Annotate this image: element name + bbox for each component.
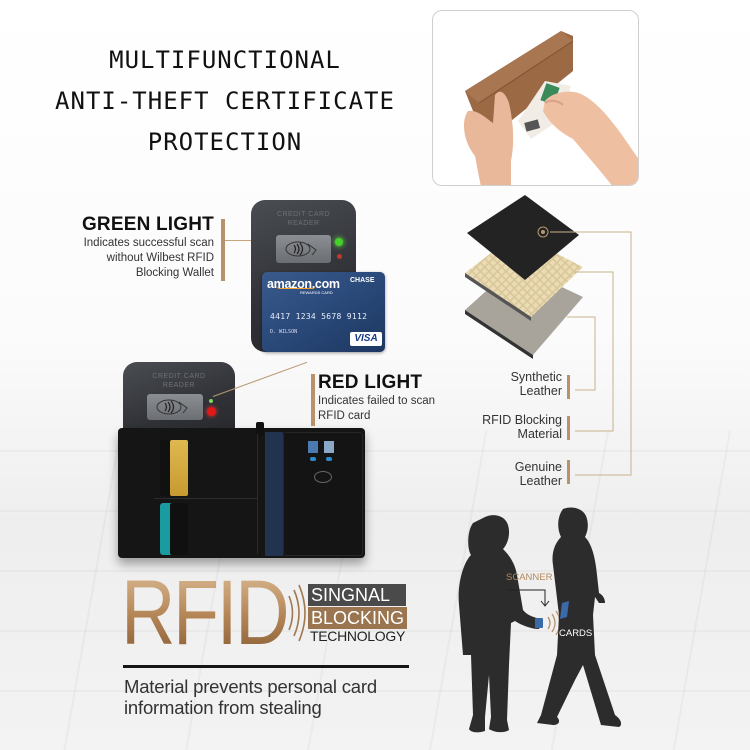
headline-line-1: MULTIFUNCTIONAL [109, 46, 341, 74]
card-sub: REWARDS CARD [300, 290, 333, 295]
hands-wallet-illustration [463, 31, 638, 185]
layer-label-genuine: Genuine Leather [514, 460, 562, 488]
wallet-hands-photo [432, 10, 639, 186]
green-callout-bar [221, 219, 225, 281]
green-light-callout: GREEN LIGHT Indicates successful scan wi… [62, 214, 214, 281]
wallet-fold [257, 434, 258, 554]
green-light-title: GREEN LIGHT [81, 214, 214, 235]
rfid-description: Material prevents personal card informat… [124, 676, 377, 718]
passport [265, 432, 283, 556]
headline-line-3: PROTECTION [147, 128, 303, 156]
amazon-smile-icon [276, 285, 316, 289]
rfid-divider [123, 665, 409, 668]
wallet-strap [256, 422, 264, 436]
reader-label-line2: READER [287, 220, 320, 227]
layer-label-synthetic: Synthetic Leather [510, 370, 562, 398]
headline-line-2: ANTI-THEFT CERTIFICATE [55, 87, 395, 115]
reader-label-line1: CREDIT CARD [276, 211, 331, 218]
reader2-label-line1: CREDIT CARD [152, 373, 206, 380]
contactless-icon [147, 394, 203, 420]
rfid-wallet-open [118, 422, 365, 558]
card-holder: D. WILSON [270, 329, 298, 335]
rfid-big-text: RFID [121, 562, 290, 664]
tag-blocking: BLOCKING [308, 607, 407, 629]
green-indicator-off [209, 399, 213, 403]
gold-card [170, 440, 188, 496]
layer-label-rfid-blocking: RFID Blocking Material [482, 413, 562, 441]
rfid-desc-line-1: Material prevents personal card [124, 676, 377, 697]
sim-card-2 [324, 441, 334, 453]
red-indicator-off [337, 254, 342, 259]
red-light-title: RED LIGHT [318, 372, 423, 393]
scanner-label: SCANNER [506, 572, 553, 583]
pickpocket-scene [458, 507, 622, 733]
green-light-desc-3: Blocking Wallet [135, 267, 214, 279]
rfid-desc-line-2: information from stealing [124, 697, 322, 718]
red-light-desc-2: RFID card [318, 410, 371, 422]
card-number: 4417 1234 5678 9112 [270, 312, 368, 321]
sim-pin-holder [314, 471, 332, 483]
green-light-desc-1: Indicates successful scan [83, 237, 214, 249]
red-light-desc-1: Indicates failed to scan [318, 395, 435, 407]
sim-card-1 [308, 441, 318, 453]
red-light-callout: RED LIGHT Indicates failed to scan RFID … [318, 372, 458, 424]
tag-singnal: SINGNAL [308, 584, 406, 606]
card-issuer: CHASE [350, 277, 375, 284]
wallet-right-panel [283, 432, 363, 556]
signal-waves-icon [288, 584, 306, 642]
card-network: VISA [350, 332, 382, 346]
material-layers-diagram [465, 195, 632, 484]
green-light-desc-2: without Wilbest RFID [106, 252, 214, 264]
tag-technology: TECHNOLOGY [310, 628, 406, 644]
credit-card: amazon.com REWARDS CARD CHASE 4417 1234 … [262, 272, 385, 352]
cards-label: CARDS [559, 628, 593, 639]
black-card [170, 503, 188, 555]
headline: MULTIFUNCTIONAL ANTI-THEFT CERTIFICATE P… [40, 40, 410, 163]
contactless-icon [276, 235, 331, 263]
reader2-label-line2: READER [162, 382, 196, 389]
red-indicator-light [207, 407, 216, 416]
green-indicator-light [335, 238, 343, 246]
red-callout-bar [311, 374, 315, 426]
